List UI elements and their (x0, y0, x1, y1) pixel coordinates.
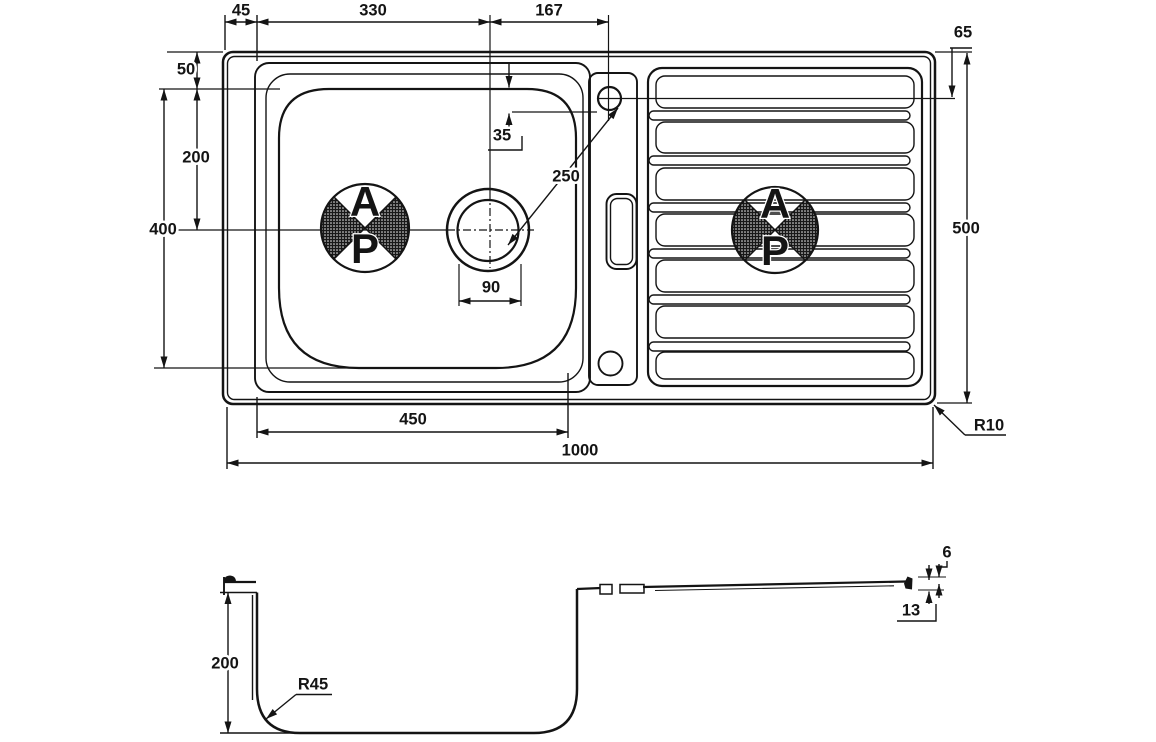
reference-lines (154, 15, 972, 404)
section-dimensions: 200 R45 6 13 (209, 541, 954, 733)
section-right-hem (904, 576, 913, 590)
dim-label-65: 65 (954, 23, 972, 41)
plan-dimensions: 45 330 167 50 200 400 35 250 90 (147, 0, 1007, 469)
dim-label-r45: R45 (298, 675, 328, 693)
sink-outline-outer (221, 50, 937, 406)
dim-label-1000: 1000 (562, 441, 599, 459)
overflow-slot-inner (609, 197, 634, 266)
dim-label-35: 35 (493, 126, 511, 144)
dim-label-13: 13 (902, 601, 920, 619)
dim-label-45: 45 (232, 1, 250, 19)
drainer-lands (655, 75, 915, 380)
dim-label-250: 250 (552, 167, 580, 185)
dim-label-167: 167 (535, 1, 563, 19)
dim-label-50: 50 (177, 60, 195, 78)
section-groove-bump (619, 583, 645, 594)
drainer-grooves (648, 110, 911, 352)
dim-label-r10: R10 (974, 416, 1004, 434)
secondary-hole (597, 350, 624, 377)
registration-letter-p: P (761, 227, 789, 274)
registration-letter-a: A (350, 178, 380, 225)
sink-outline-inner (226, 55, 932, 401)
bowl-rim-middle (265, 73, 584, 383)
dim-label-500: 500 (952, 219, 980, 237)
dim-label-90: 90 (482, 278, 500, 296)
dim-label-depth-200: 200 (211, 654, 239, 672)
registration-mark-drainer: A P (730, 179, 820, 275)
section-groove-bump (599, 583, 613, 595)
section-drainer-deck (642, 580, 907, 589)
dim-label-450: 450 (399, 410, 427, 428)
section-view: 200 R45 6 13 (209, 541, 954, 735)
plan-view: A P A P 45 330 167 50 (147, 0, 1007, 469)
drainer-panel (646, 66, 924, 388)
registration-mark-bowl: A P (319, 177, 411, 273)
dim-label-200: 200 (182, 148, 210, 166)
registration-letter-p: P (351, 225, 379, 272)
divider-strip (588, 72, 638, 386)
section-bowl-profile (255, 589, 579, 735)
registration-letter-a: A (760, 180, 790, 227)
dim-label-400: 400 (149, 220, 177, 238)
dim-label-330: 330 (359, 1, 387, 19)
dim-label-6: 6 (942, 543, 951, 561)
